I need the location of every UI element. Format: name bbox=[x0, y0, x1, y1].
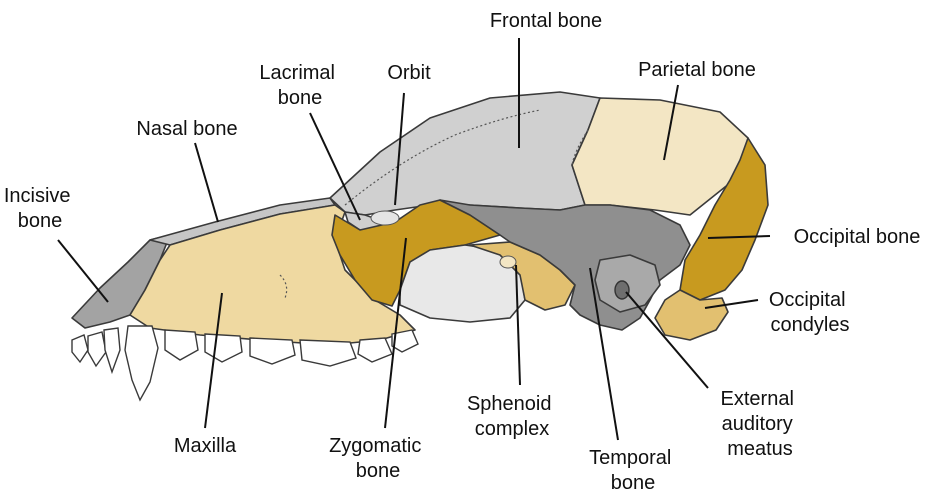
occipital-condyles-label-line-1: Occipital bbox=[769, 289, 846, 311]
frontal-bone-label: Frontal bone bbox=[490, 10, 602, 32]
zygomatic-bone-label-line-1: Zygomatic bbox=[329, 435, 421, 457]
lacrimal-bone-label-line-1: Lacrimal bbox=[259, 62, 335, 84]
sphenoid-foramen bbox=[500, 256, 516, 268]
occipital-condyles-shape bbox=[655, 290, 728, 340]
incisive-bone-label-line-1: Incisive bbox=[4, 185, 71, 207]
lacrimal-bone-label: Lacrimal bone bbox=[259, 62, 340, 109]
external-auditory-meatus-label-line-2: auditory bbox=[722, 413, 793, 435]
sphenoid-complex-label: Sphenoid complex bbox=[467, 393, 557, 440]
incisor-tooth-1 bbox=[72, 335, 88, 362]
occipital-bone-label: Occipital bone bbox=[794, 226, 921, 248]
zygomatic-bone-label: Zygomatic bone bbox=[329, 435, 427, 482]
parietal-bone-label: Parietal bone bbox=[638, 59, 756, 81]
temporal-bone-label-line-2: bone bbox=[611, 472, 656, 494]
external-auditory-meatus-label: External auditory meatus bbox=[721, 388, 800, 460]
carnassial-tooth bbox=[300, 340, 356, 366]
incisor-tooth-3 bbox=[104, 328, 120, 372]
nasal-bone-leader bbox=[195, 143, 218, 222]
nasal-bone-label: Nasal bone bbox=[136, 118, 237, 140]
orbit-label: Orbit bbox=[387, 62, 431, 84]
incisive-bone-label-line-2: bone bbox=[18, 210, 63, 232]
external-auditory-meatus-label-line-1: External bbox=[721, 388, 794, 410]
temporal-bone-label: Temporal bone bbox=[589, 447, 677, 494]
frontal-bone-shape bbox=[330, 92, 600, 215]
premolar-tooth-2 bbox=[205, 334, 242, 362]
zygomatic-bone-label-line-2: bone bbox=[356, 460, 401, 482]
occipital-condyles-label-line-2: condyles bbox=[771, 314, 850, 336]
premolar-tooth-1 bbox=[165, 330, 198, 360]
temporal-bone-label-line-1: Temporal bbox=[589, 447, 671, 469]
external-auditory-meatus-opening bbox=[615, 281, 629, 299]
incisor-tooth-2 bbox=[88, 332, 106, 366]
canine-tooth bbox=[125, 326, 158, 400]
sphenoid-complex-label-line-2: complex bbox=[475, 418, 549, 440]
external-auditory-meatus-label-line-3: meatus bbox=[727, 438, 793, 460]
molar-tooth-1 bbox=[358, 338, 392, 362]
occipital-condyles-label: Occipital condyles bbox=[769, 289, 851, 336]
maxilla-label: Maxilla bbox=[174, 435, 237, 457]
incisive-bone-leader bbox=[58, 240, 108, 302]
incisive-bone-label: Incisive bone bbox=[4, 185, 76, 232]
premolar-tooth-3 bbox=[250, 338, 295, 364]
sphenoid-complex-label-line-1: Sphenoid bbox=[467, 393, 552, 415]
orbit-cavity bbox=[371, 211, 399, 225]
lacrimal-bone-label-line-2: bone bbox=[278, 87, 323, 109]
